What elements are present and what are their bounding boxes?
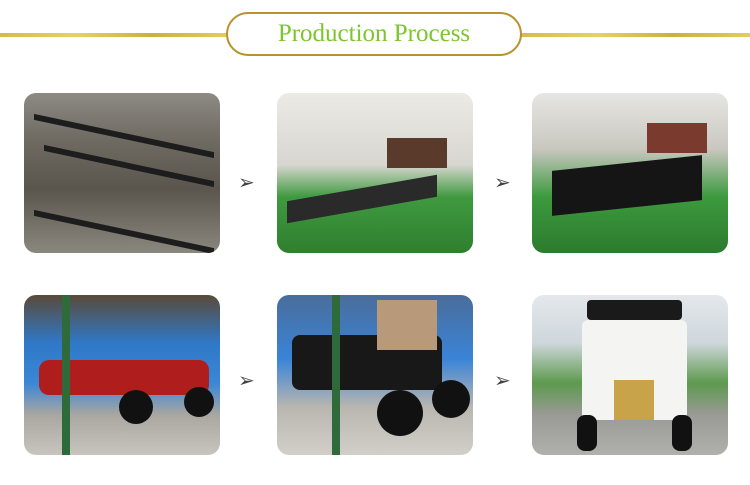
photo-chassis-assembly [277, 93, 473, 253]
photo-finished-white-car [532, 295, 728, 455]
photo-body-mounting [532, 93, 728, 253]
gold-divider-left [0, 33, 228, 37]
title-banner: Production Process [226, 12, 522, 56]
photo-red-car-assembly [24, 295, 220, 455]
arrow-right-icon: ➢ [238, 368, 255, 392]
gold-divider-right [520, 33, 750, 37]
photo-bare-chassis-frames [24, 93, 220, 253]
arrow-right-icon: ➢ [494, 368, 511, 392]
arrow-right-icon: ➢ [238, 170, 255, 194]
page-title: Production Process [277, 20, 471, 47]
arrow-right-icon: ➢ [494, 170, 511, 194]
photo-black-car-assembly [277, 295, 473, 455]
